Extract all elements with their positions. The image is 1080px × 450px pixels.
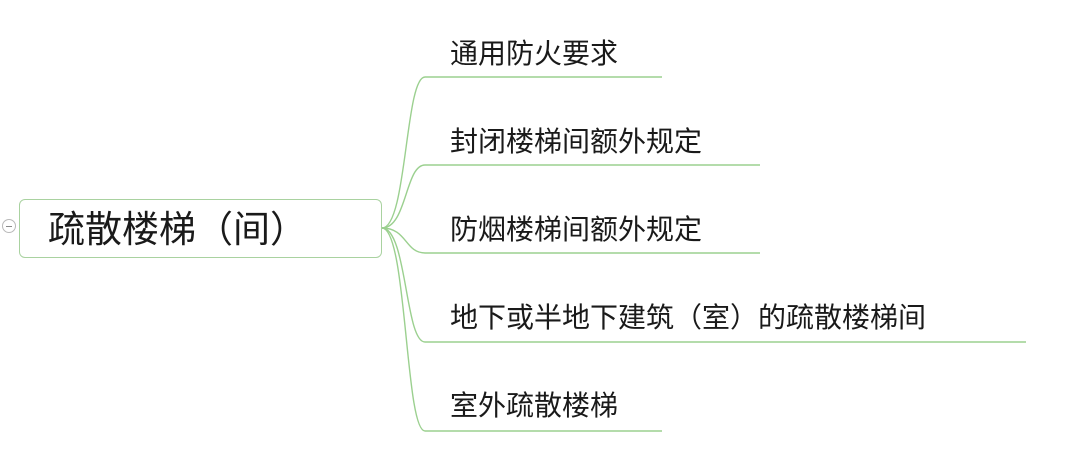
branch-connector-4 [381, 227, 426, 343]
branch-topic-2[interactable]: 封闭楼梯间额外规定 [450, 125, 703, 158]
branch-topic-4[interactable]: 地下或半地下建筑（室）的疏散楼梯间 [450, 301, 927, 334]
branch-connector-3 [381, 227, 426, 254]
branch-topic-1[interactable]: 通用防火要求 [450, 37, 619, 70]
root-topic-label: 疏散楼梯（间） [48, 208, 307, 251]
connector-lines [381, 76, 1026, 432]
collapse-minus-icon[interactable] [2, 219, 16, 233]
branch-connector-2 [381, 164, 426, 229]
branch-topic-5[interactable]: 室外疏散楼梯 [450, 389, 619, 422]
branch-connector-1 [381, 76, 426, 229]
branch-topic-3[interactable]: 防烟楼梯间额外规定 [450, 213, 703, 246]
root-topic-node[interactable]: 疏散楼梯（间） [19, 199, 382, 258]
branch-connector-5 [381, 227, 426, 432]
